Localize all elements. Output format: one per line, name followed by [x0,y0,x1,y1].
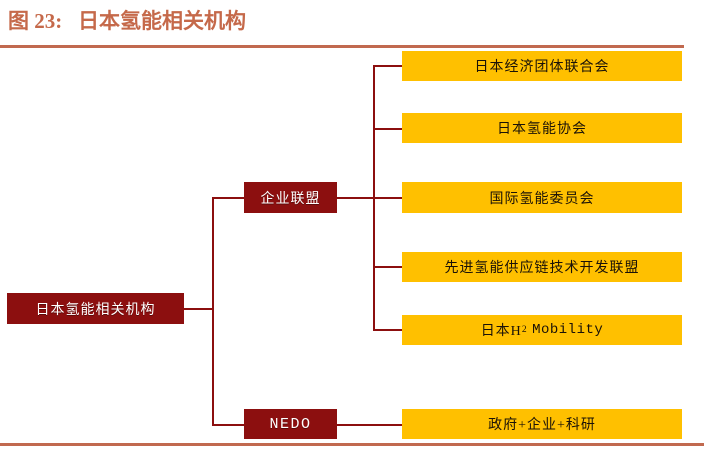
connector-branch-4 [373,266,403,268]
connector-branch-5 [373,329,403,331]
connector-alliance-stem [337,197,375,199]
connector-branch-2 [373,128,403,130]
connector-root-stem [184,308,214,310]
node-hydrogen-energy-association[interactable]: 日本氢能协会 [402,113,682,143]
connector-branch-3 [373,197,403,199]
title-divider [0,45,684,48]
figure-header: 图 23: 日本氢能相关机构 [0,0,704,49]
node-label-subscript: 2 [521,325,528,335]
node-root[interactable]: 日本氢能相关机构 [7,293,184,324]
page-title: 图 23: 日本氢能相关机构 [8,9,246,33]
connector-trunk-to-alliance [212,197,246,199]
node-gov-enterprise-research[interactable]: 政府+企业+科研 [402,409,682,439]
node-hydrogen-council[interactable]: 国际氢能委员会 [402,182,682,213]
connector-branch-1 [373,65,403,67]
connector-root-trunk [212,198,214,426]
connector-nedo-to-child [337,424,403,426]
node-enterprise-alliance[interactable]: 企业联盟 [244,182,337,213]
node-label-prefix: 日本H [480,324,522,339]
node-jh2a[interactable]: 先进氢能供应链技术开发联盟 [402,252,682,282]
node-nedo[interactable]: NEDO [244,409,337,439]
bottom-divider [0,443,704,446]
node-label-suffix: Mobility [532,322,604,338]
connector-trunk-to-nedo [212,424,246,426]
node-keidanren[interactable]: 日本经济团体联合会 [402,51,682,81]
